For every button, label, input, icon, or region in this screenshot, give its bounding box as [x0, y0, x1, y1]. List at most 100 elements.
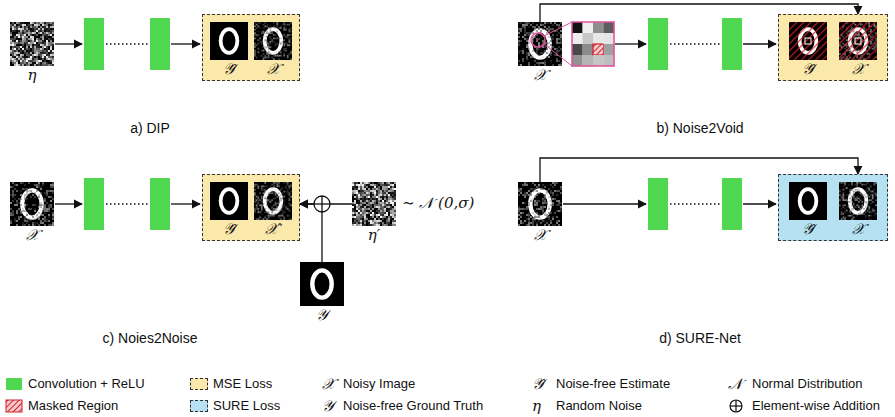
noise-pixel — [358, 206, 360, 208]
noise-pixel — [38, 24, 40, 26]
noise-pixel — [48, 32, 50, 34]
noise-pixel — [52, 62, 54, 64]
zoom-pixel — [604, 22, 615, 33]
noise-pixel — [370, 216, 372, 218]
noise-pixel — [278, 203, 280, 205]
noise-pixel — [38, 40, 40, 42]
noise-pixel — [26, 50, 28, 52]
noise-pixel — [263, 36, 265, 38]
noise-pixel — [257, 201, 259, 203]
noise-pixel — [285, 187, 287, 189]
noise-pixel — [376, 200, 378, 202]
noise-pixel — [34, 204, 36, 206]
noise-pixel — [50, 204, 52, 206]
noise-pixel — [20, 22, 22, 24]
noise-pixel — [282, 198, 284, 200]
noise-pixel — [276, 55, 278, 57]
noise-pixel — [518, 36, 520, 38]
noise-pixel — [380, 194, 382, 196]
noise-pixel — [48, 206, 50, 208]
image — [518, 22, 562, 66]
noise-pixel — [370, 218, 372, 220]
noise-pixel — [538, 38, 540, 40]
noise-pixel — [254, 210, 256, 212]
noise-pixel — [38, 22, 40, 24]
noise-pixel — [26, 204, 28, 206]
noise-pixel — [384, 200, 386, 202]
noise-pixel — [34, 64, 36, 66]
noise-pixel — [38, 28, 40, 30]
noise-pixel — [24, 46, 26, 48]
noise-pixel — [378, 220, 380, 222]
noise-pixel — [275, 191, 277, 193]
noise-pixel — [282, 215, 284, 217]
noise-pixel — [364, 198, 366, 200]
noise-pixel — [352, 208, 354, 210]
noise-pixel — [46, 52, 48, 54]
noise-pixel — [276, 38, 278, 40]
noise-pixel — [360, 200, 362, 202]
noise-pixel — [18, 22, 20, 24]
noise-pixel — [536, 38, 538, 40]
noise-pixel — [386, 208, 388, 210]
noise-pixel — [270, 43, 272, 45]
noise-pixel — [28, 50, 30, 52]
noise-pixel — [556, 60, 558, 62]
noise-pixel — [280, 208, 282, 210]
noise-pixel — [392, 202, 394, 204]
noise-pixel — [526, 46, 528, 48]
noise-pixel — [257, 34, 259, 36]
noise-pixel — [22, 36, 24, 38]
zoom-pixel — [583, 44, 594, 55]
noise-pixel — [362, 206, 364, 208]
noise-pixel — [289, 203, 291, 205]
noise-pixel — [32, 22, 34, 24]
noise-pixel — [46, 202, 48, 204]
noise-pixel — [526, 38, 528, 40]
noise-pixel — [36, 44, 38, 46]
noise-pixel — [24, 188, 26, 190]
noise-pixel — [352, 184, 354, 186]
noise-pixel — [34, 192, 36, 194]
noise-pixel — [40, 54, 42, 56]
noise-pixel — [518, 40, 520, 42]
noise-pixel — [382, 190, 384, 192]
noise-pixel — [378, 184, 380, 186]
noise-pixel — [276, 208, 278, 210]
noise-pixel — [534, 30, 536, 32]
noise-pixel — [263, 58, 265, 60]
noise-pixel — [20, 58, 22, 60]
noise-pixel — [26, 222, 28, 224]
noise-pixel — [388, 202, 390, 204]
noise-pixel — [548, 26, 550, 28]
noise-pixel — [364, 182, 366, 184]
noise-pixel — [261, 204, 263, 206]
noise-pixel — [36, 46, 38, 48]
noise-pixel — [538, 48, 540, 50]
math-label: 𝒳 — [852, 60, 865, 78]
noise-pixel — [380, 222, 382, 224]
noise-pixel — [42, 222, 44, 224]
noise-pixel — [264, 55, 266, 57]
noise-pixel — [42, 62, 44, 64]
noise-pixel — [524, 38, 526, 40]
noise-pixel — [30, 32, 32, 34]
noise-pixel — [372, 186, 374, 188]
noise-pixel — [536, 52, 538, 54]
noise-pixel — [14, 46, 16, 48]
noise-pixel — [356, 224, 358, 226]
noise-pixel — [52, 42, 54, 44]
noise-pixel — [532, 56, 534, 58]
noise-pixel — [12, 26, 14, 28]
noise-pixel — [18, 218, 20, 220]
noise-pixel — [28, 28, 30, 30]
noise-pixel — [20, 50, 22, 52]
noise-pixel — [370, 204, 372, 206]
noise-pixel — [283, 24, 285, 26]
noise-pixel — [536, 48, 538, 50]
noise-pixel — [270, 29, 272, 31]
noise-pixel — [24, 64, 26, 66]
noise-pixel — [378, 188, 380, 190]
noise-pixel — [44, 54, 46, 56]
noise-pixel — [34, 54, 36, 56]
